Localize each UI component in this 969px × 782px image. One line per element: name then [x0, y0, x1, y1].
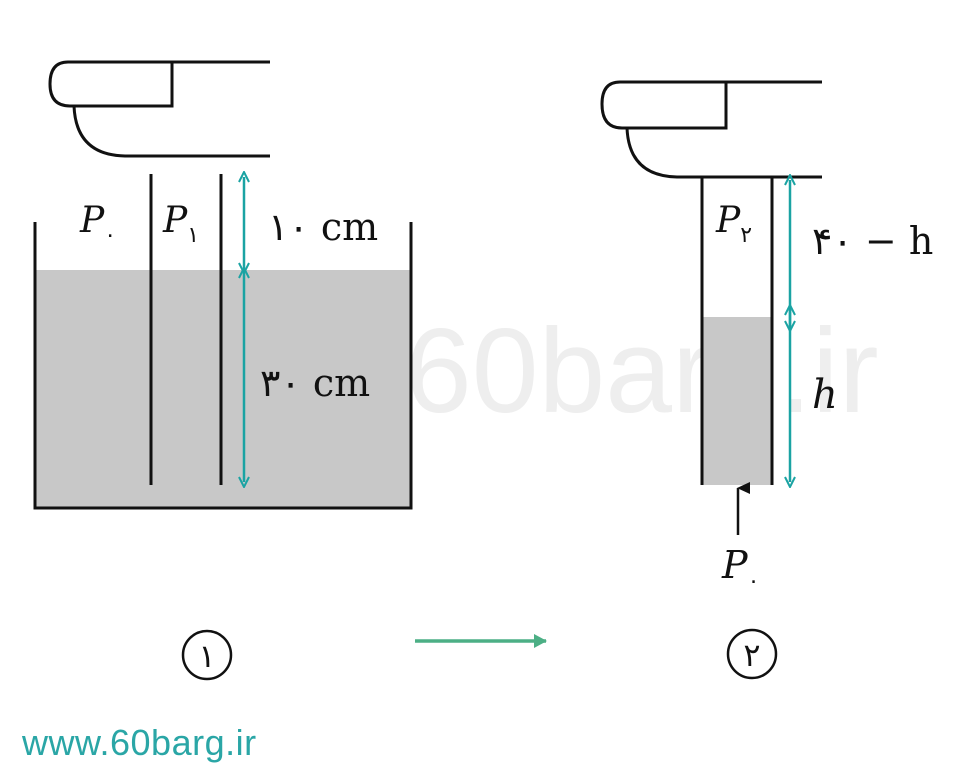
finger-1	[48, 60, 270, 158]
panel-1: P۰ P۱ ۱۰ cm ۳۰ cm ۱	[33, 60, 413, 681]
p2-label: P۲	[715, 200, 752, 248]
panel-number-circle-2	[726, 628, 778, 680]
submerged-label-30cm: ۳۰ cm	[260, 361, 370, 405]
liquid-2	[702, 317, 772, 485]
container-1	[33, 222, 413, 510]
finger-2	[600, 80, 822, 179]
liquid-1	[35, 270, 411, 508]
panel-number-2: ۲	[743, 636, 760, 674]
panel-number-circle-1	[181, 629, 233, 681]
p0-label-1: P۰	[79, 200, 116, 248]
panel-2: P۲ ۴۰ − h h P۰ ۲	[600, 80, 933, 680]
air-column-label-10cm: ۱۰ cm	[268, 205, 378, 249]
air-label-40-minus-h: ۴۰ − h	[812, 219, 933, 263]
footer-url[interactable]: www.60barg.ir	[22, 722, 257, 763]
liquid-height-label-h: h	[812, 372, 838, 418]
p0-label-2: P۰	[721, 543, 759, 594]
p1-label: P۱	[162, 200, 199, 248]
watermark: 60barg.ir	[405, 304, 879, 438]
panel-number-1: ۱	[198, 637, 215, 675]
